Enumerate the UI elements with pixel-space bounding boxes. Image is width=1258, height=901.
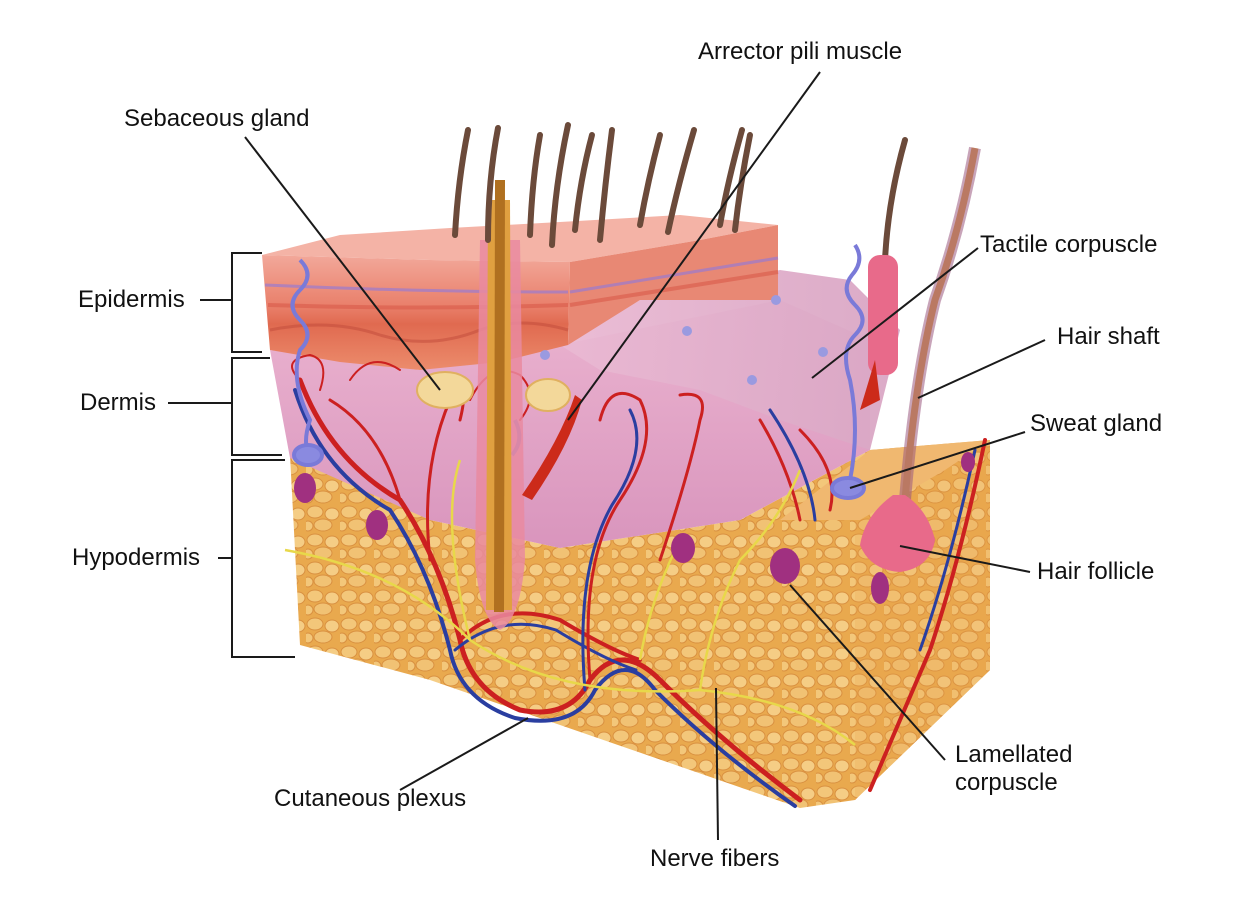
label-sebaceous-gland: Sebaceous gland: [124, 105, 310, 132]
label-dermis: Dermis: [80, 389, 156, 416]
lamellated-corpuscle-leader: [789, 584, 946, 761]
label-sweat-gland: Sweat gland: [1030, 410, 1163, 437]
hair-follicle-leader: [899, 545, 1031, 573]
dermis-bracket: [231, 357, 282, 456]
label-arrector-pili-muscle: Arrector pili muscle: [698, 38, 903, 65]
layer-brackets: [168, 252, 295, 658]
label-hair-shaft: Hair shaft: [1057, 323, 1160, 350]
label-cutaneous-plexus: Cutaneous plexus: [274, 785, 467, 812]
arrector-pili-leader: [567, 71, 821, 421]
sweat-gland-leader: [849, 431, 1026, 489]
label-nerve-fibers: Nerve fibers: [650, 845, 780, 872]
tactile-corpuscles: [540, 295, 828, 385]
cutaneous-plexus-leader: [399, 717, 529, 791]
label-epidermis: Epidermis: [78, 286, 185, 313]
label-tactile-corpuscle: Tactile corpuscle: [980, 231, 1158, 258]
epidermis-bracket: [231, 252, 262, 353]
label-lamellated-corpuscle: Lamellated corpuscle: [955, 741, 1135, 797]
leader-lines: [244, 71, 1046, 841]
label-lamellated-line2: corpuscle: [955, 769, 1058, 796]
sebaceous-gland-leader: [244, 136, 441, 391]
label-hair-follicle: Hair follicle: [1037, 558, 1155, 585]
nerve-fibers-leader: [715, 687, 719, 841]
hair-shaft-leader: [917, 339, 1046, 399]
hypodermis-bracket: [231, 459, 295, 658]
tactile-corpuscle-leader: [811, 247, 979, 379]
right-hair-follicles: [860, 137, 981, 572]
label-hypodermis: Hypodermis: [72, 544, 201, 571]
central-hair-follicle: [416, 180, 582, 630]
surface-hairs: [452, 122, 753, 248]
cutaneous-plexus-vessels: [291, 353, 987, 808]
lamellated-corpuscles: [294, 452, 975, 604]
label-lamellated-line1: Lamellated: [955, 741, 1073, 768]
